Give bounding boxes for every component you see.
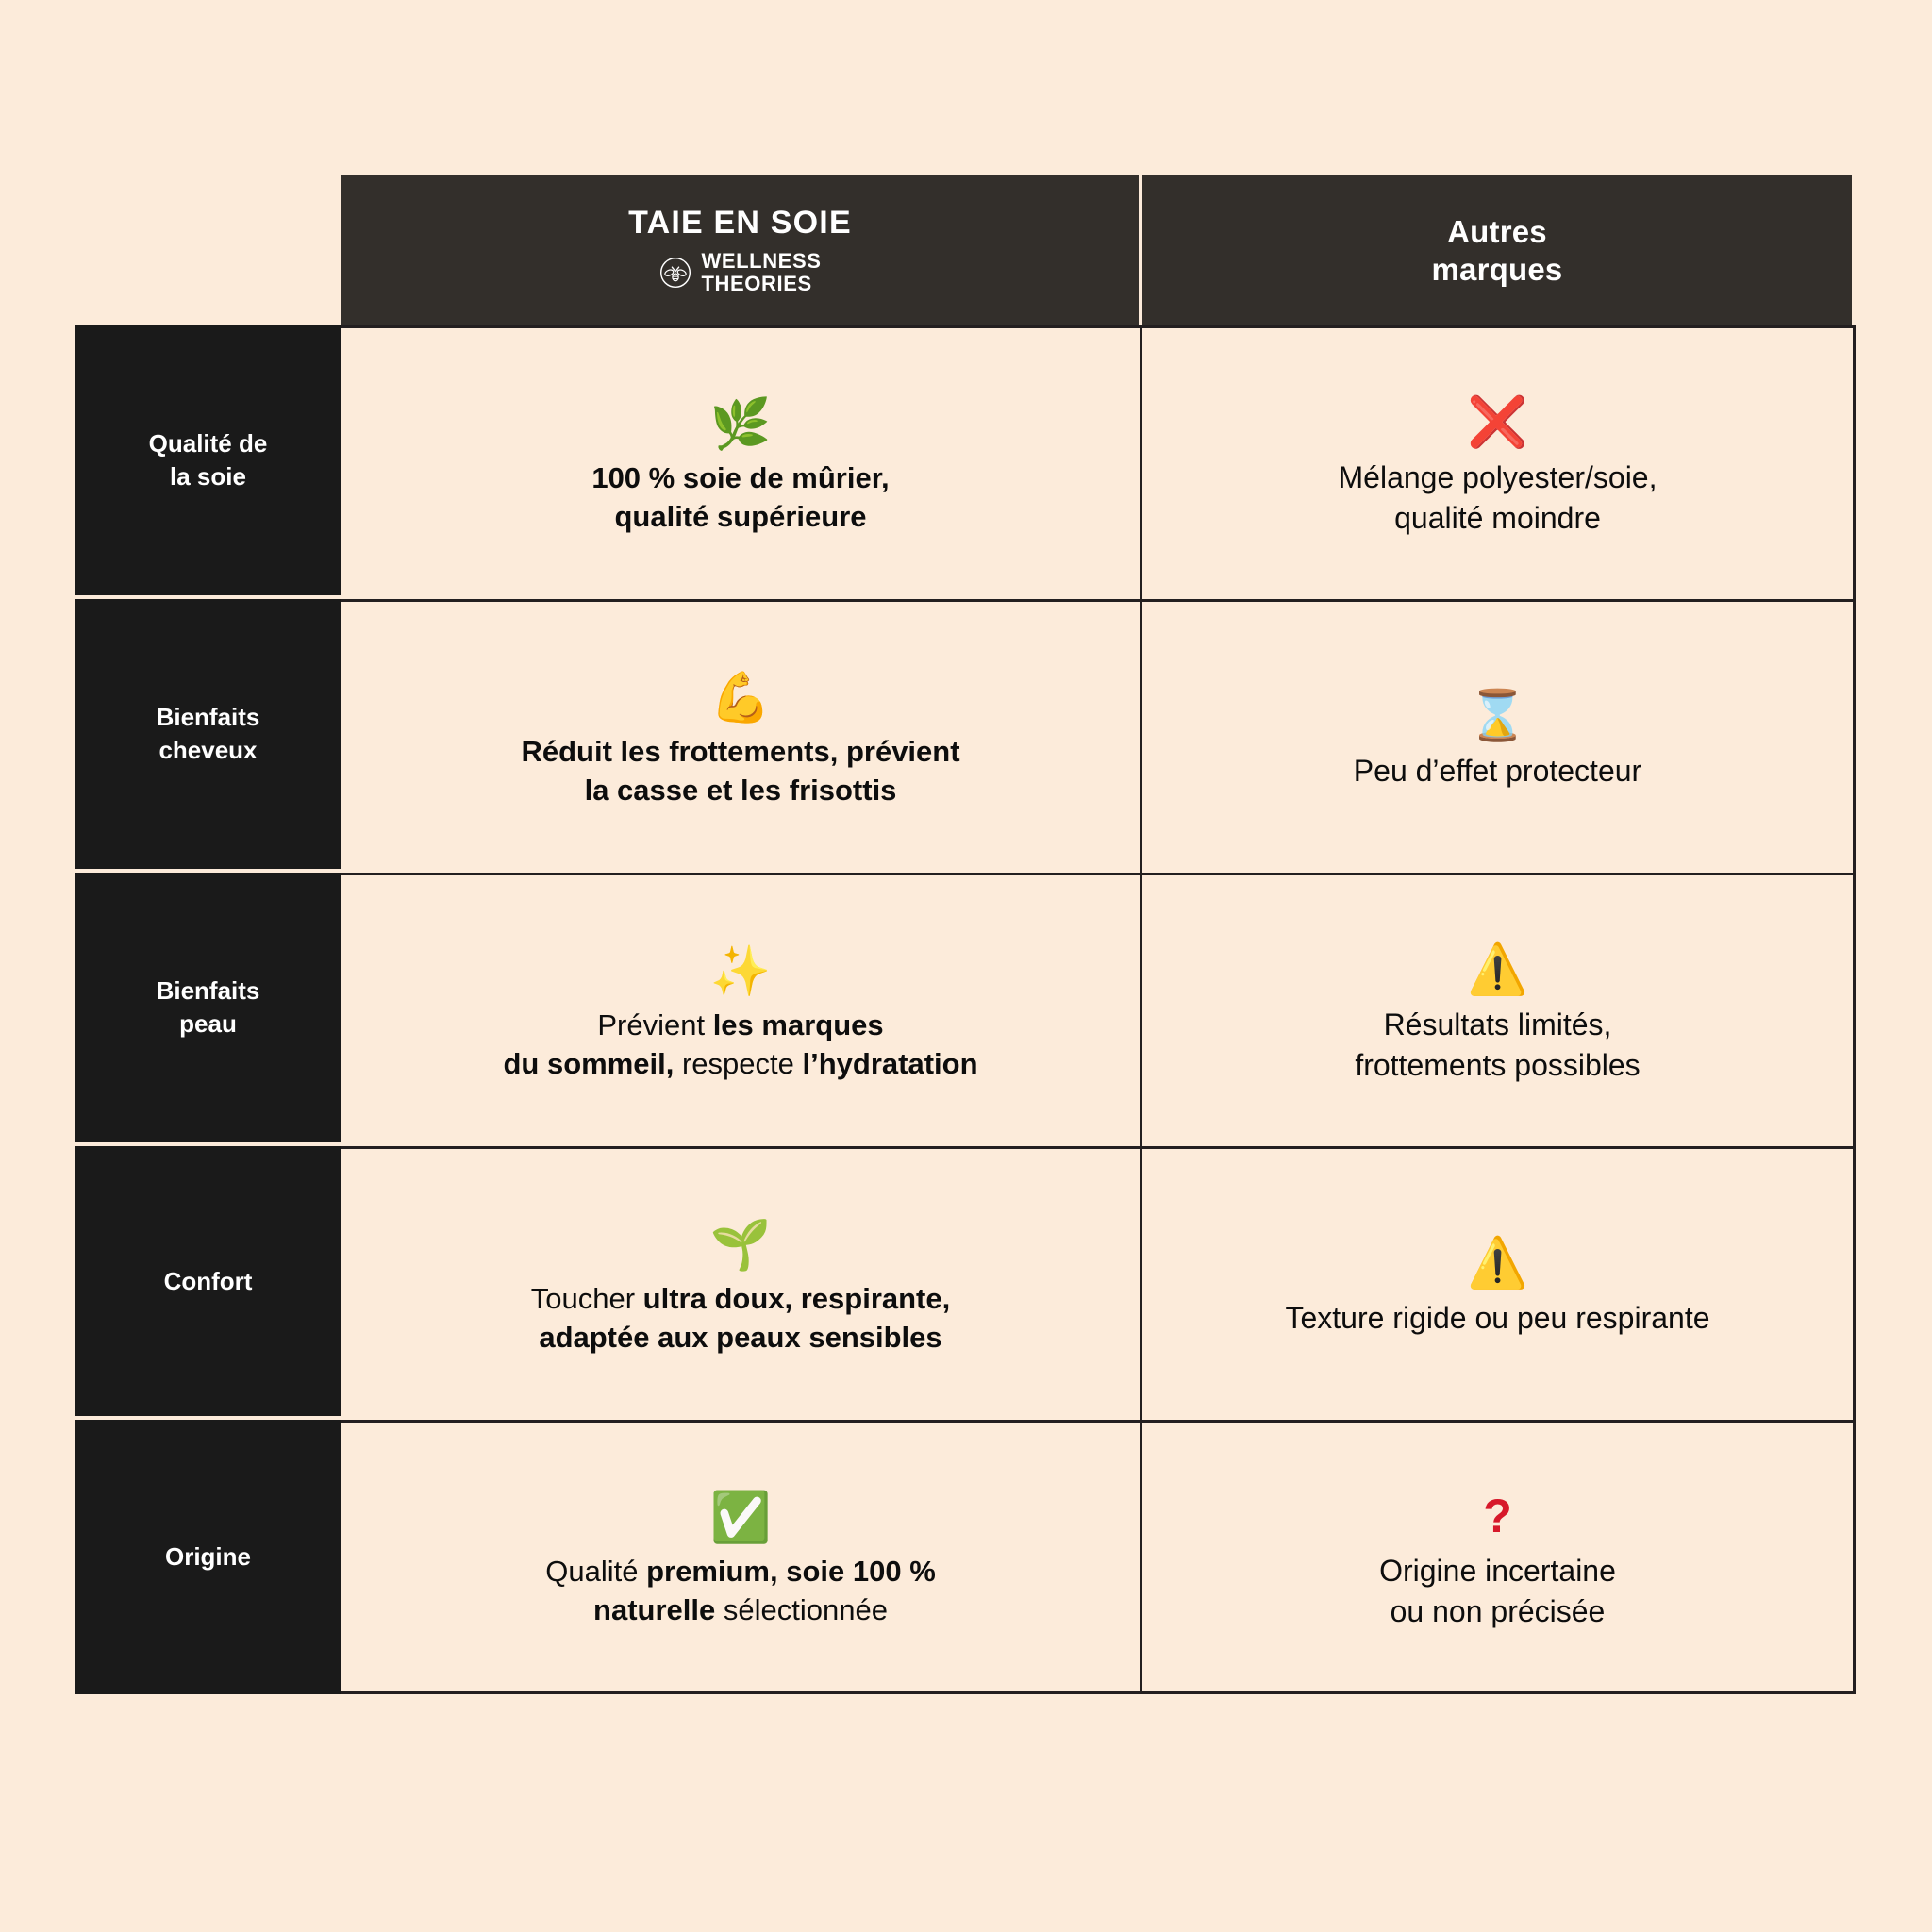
table-row: Bienfaits peau ✨ Prévient les marques du… [75, 873, 1856, 1146]
other-brands-title-line2: marques [1431, 252, 1563, 287]
cell-text-line2: ou non précisée [1390, 1593, 1606, 1628]
brand-title: TAIE EN SOIE [628, 205, 852, 242]
emphasis-text: naturelle [593, 1592, 716, 1626]
cell-text-line2: naturelle sélectionnée [593, 1593, 888, 1626]
row-label-line2: peau [179, 1009, 237, 1038]
cell-other-text: Origine incertaine ou non précisée [1379, 1551, 1616, 1630]
brand-subtitle-line2: THEORIES [701, 272, 812, 296]
cell-text-line1: Résultats limités, [1383, 1008, 1612, 1042]
emphasis-text: ultra doux, respirante, [642, 1281, 951, 1315]
warning-triangle-icon: ⚠️ [1467, 942, 1528, 998]
cell-text-line1: Qualité premium, soie 100 % [545, 1555, 936, 1588]
row-label-text: Bienfaits peau [157, 974, 260, 1041]
table-header-row: TAIE EN SOIE WELLNESS THEORIES [341, 175, 1856, 326]
cell-other-origine: ? Origine incertaine ou non précisée [1142, 1423, 1853, 1691]
bee-logo-icon [658, 256, 692, 290]
other-brands-title-line1: Autres [1447, 213, 1547, 249]
cell-other-text: Texture rigide ou peu respirante [1285, 1301, 1710, 1336]
row-label-text: Bienfaits cheveux [157, 701, 260, 767]
other-brands-title: Autres marques [1432, 213, 1563, 290]
warning-triangle-icon: ⚠️ [1467, 1236, 1528, 1291]
table-body: Qualité de la soie 🌿 100 % soie de mûrie… [75, 325, 1856, 1694]
header-cell-other-brands: Autres marques [1142, 175, 1852, 326]
row-label-text: Qualité de la soie [149, 427, 268, 493]
row-cells: ✅ Qualité premium, soie 100 % naturelle … [341, 1420, 1856, 1694]
cell-brand-text: Qualité premium, soie 100 % naturelle sé… [545, 1553, 936, 1630]
row-label-line1: Bienfaits [156, 703, 260, 732]
cell-other-text: Résultats limités, frottements possibles [1355, 1005, 1640, 1084]
cell-brand-text: Toucher ultra doux, respirante, adaptée … [531, 1280, 950, 1357]
emphasis-text: l’hydratation [802, 1046, 978, 1080]
cell-brand-qualite-de-la-soie: 🌿 100 % soie de mûrier, qualité supérieu… [341, 328, 1142, 599]
row-label-line1: Qualité de [148, 429, 268, 458]
table-row: Confort 🌱 Toucher ultra doux, respirante… [75, 1146, 1856, 1420]
red-cross-mark-icon: ❌ [1467, 395, 1528, 451]
red-question-mark-icon: ? [1483, 1490, 1512, 1543]
cell-brand-confort: 🌱 Toucher ultra doux, respirante, adapté… [341, 1149, 1142, 1420]
emphasis-text: les marques [712, 1008, 884, 1041]
seedling-icon: 🌱 [709, 1217, 772, 1273]
row-label-text: Origine [164, 1542, 251, 1572]
brand-subtitle-line1: WELLNESS [701, 248, 822, 273]
row-label-confort: Confort [75, 1146, 341, 1420]
sparkles-icon: ✨ [709, 943, 772, 999]
row-label-qualite-de-la-soie: Qualité de la soie [75, 325, 341, 599]
row-label-line2: la soie [170, 462, 246, 491]
row-cells: ✨ Prévient les marques du sommeil, respe… [341, 873, 1856, 1146]
row-cells: 🌿 100 % soie de mûrier, qualité supérieu… [341, 325, 1856, 599]
cell-text-line1: 100 % soie de mûrier, [591, 460, 890, 494]
plain-text: Prévient [597, 1008, 713, 1041]
emphasis-text: premium, soie 100 % [646, 1554, 936, 1588]
emphasis-text: du sommeil, [503, 1046, 675, 1080]
cell-text-line1: Mélange polyester/soie, [1338, 460, 1657, 495]
cell-other-bienfaits-cheveux: ⌛ Peu d’effet protecteur [1142, 602, 1853, 873]
row-label-text: Confort [163, 1266, 253, 1295]
cell-text-line1: Origine incertaine [1379, 1554, 1616, 1589]
header-cell-brand: TAIE EN SOIE WELLNESS THEORIES [341, 175, 1142, 326]
hourglass-icon: ⌛ [1467, 689, 1528, 744]
cell-brand-origine: ✅ Qualité premium, soie 100 % naturelle … [341, 1423, 1142, 1691]
cell-other-text: Mélange polyester/soie, qualité moindre [1339, 458, 1657, 537]
table-row: Qualité de la soie 🌿 100 % soie de mûrie… [75, 325, 1856, 599]
cell-text-line2: adaptée aux peaux sensibles [539, 1321, 941, 1354]
row-label-line2: cheveux [158, 736, 258, 764]
cell-other-confort: ⚠️ Texture rigide ou peu respirante [1142, 1149, 1853, 1420]
row-label-line1: Bienfaits [156, 976, 260, 1006]
brand-subtitle: WELLNESS THEORIES [701, 248, 822, 296]
row-label-bienfaits-cheveux: Bienfaits cheveux [75, 599, 341, 873]
cell-brand-text: Réduit les frottements, prévient la cass… [521, 733, 959, 810]
row-cells: 🌱 Toucher ultra doux, respirante, adapté… [341, 1146, 1856, 1420]
cell-text-line1: Réduit les frottements, prévient [521, 734, 960, 768]
emphasis-text: adaptée aux peaux sensibles [539, 1320, 942, 1354]
row-cells: 💪 Réduit les frottements, prévient la ca… [341, 599, 1856, 873]
cell-text-line1: Prévient les marques [597, 1008, 883, 1041]
plain-text: sélectionnée [715, 1592, 888, 1626]
brand-logo-group: WELLNESS THEORIES [658, 248, 822, 296]
flexed-biceps-icon: 💪 [709, 670, 772, 725]
plain-text: respecte [674, 1046, 803, 1080]
cell-other-text: Peu d’effet protecteur [1353, 754, 1642, 789]
cell-other-bienfaits-peau: ⚠️ Résultats limités, frottements possib… [1142, 875, 1853, 1146]
row-label-bienfaits-peau: Bienfaits peau [75, 873, 341, 1146]
cell-brand-text: Prévient les marques du sommeil, respect… [503, 1007, 977, 1084]
cell-text-line2: qualité moindre [1394, 500, 1601, 535]
table-row: Origine ✅ Qualité premium, soie 100 % na… [75, 1420, 1856, 1694]
cell-text-line2: frottements possibles [1355, 1047, 1641, 1082]
cell-other-qualite-de-la-soie: ❌ Mélange polyester/soie, qualité moindr… [1142, 328, 1853, 599]
row-label-origine: Origine [75, 1420, 341, 1694]
cell-brand-text: 100 % soie de mûrier, qualité supérieure [591, 459, 889, 537]
cell-brand-bienfaits-cheveux: 💪 Réduit les frottements, prévient la ca… [341, 602, 1142, 873]
cell-text-line2: du sommeil, respecte l’hydratation [503, 1047, 977, 1080]
cell-brand-bienfaits-peau: ✨ Prévient les marques du sommeil, respe… [341, 875, 1142, 1146]
cell-text-line2: la casse et les frisottis [584, 773, 897, 807]
green-check-mark-icon: ✅ [709, 1490, 772, 1545]
plain-text: Toucher [530, 1281, 643, 1315]
herb-leaf-icon: 🌿 [709, 396, 772, 452]
table-row: Bienfaits cheveux 💪 Réduit les frottemen… [75, 599, 1856, 873]
plain-text: Qualité [545, 1554, 647, 1588]
cell-text-line1: Toucher ultra doux, respirante, [531, 1282, 950, 1315]
cell-text-line2: qualité supérieure [614, 499, 867, 533]
